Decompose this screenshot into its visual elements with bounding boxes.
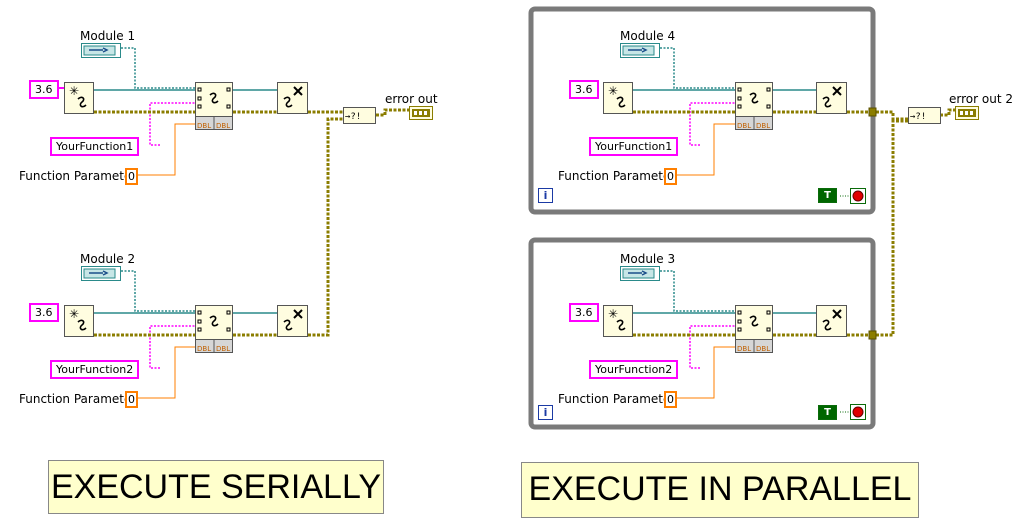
module-label: Module 1	[80, 29, 136, 43]
numeric-constant[interactable]: 3.6	[569, 303, 599, 322]
error-out-label: error out 2	[949, 92, 1013, 106]
stop-button-icon[interactable]	[850, 188, 866, 204]
function-parameter-label: Function Parameter	[558, 169, 676, 183]
dbl-terminal: DBL	[756, 345, 771, 353]
close-python-session-icon[interactable]	[277, 305, 308, 337]
python-node-icon[interactable]	[195, 82, 233, 130]
close-python-session-icon[interactable]	[816, 305, 847, 337]
function-parameter-label: Function Parameter	[558, 392, 676, 406]
numeric-constant[interactable]: 3.6	[29, 303, 59, 322]
function-parameter-constant[interactable]: 0	[125, 168, 138, 185]
true-constant[interactable]: T	[818, 188, 837, 203]
svg-text:→?!: →?!	[910, 112, 926, 122]
error-out-indicator-icon[interactable]	[955, 106, 979, 120]
execute-serially-banner: EXECUTE SERIALLY	[48, 460, 384, 514]
function-name-constant[interactable]: YourFunction1	[589, 137, 679, 156]
stop-button-icon[interactable]	[850, 404, 866, 420]
svg-text:→?!: →?!	[345, 112, 361, 122]
merge-errors-icon[interactable]: →?!	[908, 107, 941, 124]
module-label: Module 2	[80, 252, 136, 266]
function-name-constant[interactable]: YourFunction1	[50, 137, 140, 156]
function-name-constant[interactable]: YourFunction2	[589, 360, 679, 379]
loop-tunnel-bottom	[868, 330, 877, 340]
open-python-session-icon[interactable]: ✳	[64, 305, 94, 337]
loop-iteration-icon: i	[538, 405, 553, 420]
numeric-constant[interactable]: 3.6	[29, 80, 59, 99]
function-parameter-constant[interactable]: 0	[664, 168, 677, 185]
open-python-session-icon[interactable]: ✳	[64, 82, 94, 114]
dbl-terminal: DBL	[737, 122, 752, 130]
dbl-terminal: DBL	[197, 122, 212, 130]
error-out-label: error out	[385, 92, 438, 106]
close-python-session-icon[interactable]	[277, 82, 308, 114]
function-parameter-constant[interactable]: 0	[664, 391, 677, 408]
true-constant[interactable]: T	[818, 405, 837, 420]
module-label: Module 4	[620, 29, 676, 43]
function-parameter-label: Function Parameter	[19, 392, 137, 406]
module-label: Module 3	[620, 252, 676, 266]
loop-iteration-icon: i	[538, 188, 553, 203]
dbl-terminal: DBL	[216, 122, 231, 130]
function-parameter-constant[interactable]: 0	[125, 391, 138, 408]
error-out-indicator-icon[interactable]	[409, 106, 433, 120]
module-refnum-icon[interactable]	[620, 266, 660, 281]
module-refnum-icon[interactable]	[620, 43, 660, 58]
open-python-session-icon[interactable]: ✳	[603, 305, 633, 337]
execute-in-parallel-banner: EXECUTE IN PARALLEL	[521, 462, 919, 518]
close-python-session-icon[interactable]	[816, 82, 847, 114]
python-node-icon[interactable]	[735, 82, 773, 130]
python-node-icon[interactable]	[735, 305, 773, 353]
module-refnum-icon[interactable]	[81, 266, 121, 281]
loop-tunnel-top	[868, 107, 877, 117]
svg-text:✳: ✳	[608, 84, 618, 98]
svg-text:✳: ✳	[608, 307, 618, 321]
merge-errors-icon[interactable]: →?!	[343, 107, 376, 124]
dbl-terminal: DBL	[756, 122, 771, 130]
dbl-terminal: DBL	[216, 345, 231, 353]
function-parameter-label: Function Parameter	[19, 169, 137, 183]
open-python-session-icon[interactable]: ✳	[603, 82, 633, 114]
dbl-terminal: DBL	[197, 345, 212, 353]
numeric-constant[interactable]: 3.6	[569, 80, 599, 99]
svg-text:✳: ✳	[69, 84, 79, 98]
dbl-terminal: DBL	[737, 345, 752, 353]
svg-text:✳: ✳	[69, 307, 79, 321]
function-name-constant[interactable]: YourFunction2	[50, 360, 140, 379]
module-refnum-icon[interactable]	[81, 43, 121, 58]
python-node-icon[interactable]	[195, 305, 233, 353]
